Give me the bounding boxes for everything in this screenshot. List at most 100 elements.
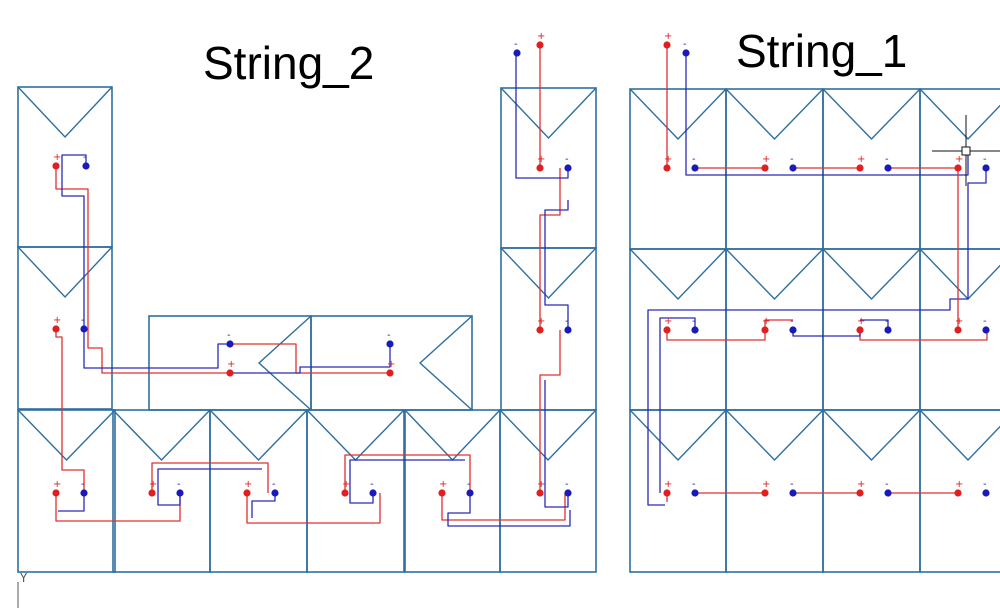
positive-terminal [386, 369, 394, 377]
panel-junction-box-mark [306, 409, 405, 462]
positive-terminal [761, 326, 769, 334]
terminal-polarity-label: + [53, 152, 61, 163]
terminal-polarity-label: - [983, 154, 987, 165]
string-2-negative-wire [58, 493, 85, 512]
negative-terminal [513, 49, 521, 57]
positive-terminal [226, 369, 234, 377]
positive-terminal [663, 164, 671, 172]
negative-terminal [564, 164, 572, 172]
terminal-polarity-label: + [857, 154, 865, 165]
pv-panel [17, 409, 116, 573]
string-2-positive-wire [55, 166, 230, 374]
panel-junction-box-mark [629, 248, 727, 301]
terminal-polarity-label: - [81, 315, 85, 326]
terminal-polarity-label: + [762, 154, 770, 165]
terminal-polarity-label: + [342, 479, 350, 490]
string-2-negative-wire [83, 329, 230, 369]
string-2-negative-wire [544, 200, 569, 330]
terminal-polarity-label: + [664, 316, 672, 327]
pv-panel [499, 409, 597, 573]
terminal-polarity-label: - [885, 479, 889, 490]
terminal-polarity-label: + [537, 154, 545, 165]
pv-panel [919, 409, 1000, 573]
terminal-polarity-label: - [467, 479, 471, 490]
terminal-polarity-label: - [387, 330, 391, 341]
panel-junction-box-mark [499, 409, 597, 462]
terminal-polarity-label: - [983, 316, 987, 327]
terminal-polarity-label: - [683, 39, 687, 50]
panel-junction-box-mark [919, 409, 1000, 462]
string-2-negative-wire [349, 459, 465, 504]
positive-terminal [536, 164, 544, 172]
string-1-positive-wire [859, 330, 988, 341]
string-2-positive-wire [55, 329, 85, 493]
panel-junction-box-mark [500, 87, 597, 140]
string-2-negative-wire [447, 493, 571, 527]
positive-terminal [536, 326, 544, 334]
pv-panel [725, 88, 824, 250]
negative-terminal [691, 164, 699, 172]
terminal-polarity-label: + [955, 154, 963, 165]
negative-terminal [982, 489, 990, 497]
positive-terminal [954, 164, 962, 172]
pv-panel [500, 87, 597, 249]
terminal-polarity-label: - [983, 479, 987, 490]
negative-terminal [884, 326, 892, 334]
string-2-negative-wire [251, 493, 276, 518]
positive-terminal [148, 489, 156, 497]
terminal-polarity-label: + [537, 479, 545, 490]
string-wiring [55, 45, 988, 527]
panel-junction-box-mark [500, 247, 597, 300]
terminal-polarity-label: - [83, 152, 87, 163]
string-2-positive-wire [344, 454, 471, 493]
positive-terminal [663, 41, 671, 49]
terminal-polarity-label: + [664, 154, 672, 165]
negative-terminal [176, 489, 184, 497]
terminal-polarity-label: + [227, 359, 235, 370]
panel-junction-box-mark [17, 86, 113, 139]
terminal-polarity-label: + [537, 316, 545, 327]
negative-terminal [564, 489, 572, 497]
terminal-polarity-label: + [53, 479, 61, 490]
terminal-polarity-label: + [244, 479, 252, 490]
negative-terminal [271, 489, 279, 497]
positive-terminal [52, 162, 60, 170]
string-1-negative-wire [685, 53, 969, 176]
terminal-polarity-label: - [370, 479, 374, 490]
positive-terminal [243, 489, 251, 497]
panel-junction-box-mark [629, 409, 727, 462]
pv-panel [629, 409, 727, 573]
positive-terminal [341, 489, 349, 497]
terminal-polarity-label: - [81, 479, 85, 490]
string-1-negative-wire [792, 330, 861, 337]
positive-terminal [954, 326, 962, 334]
terminal-polarity-label: + [387, 359, 395, 370]
negative-terminal [369, 489, 377, 497]
string-2-positive-wire [230, 343, 390, 374]
string-2-positive-wire [539, 168, 561, 330]
panel-junction-box-mark [725, 88, 824, 141]
panel-junction-box-mark [629, 88, 727, 141]
string-1-positive-wire [666, 330, 766, 341]
pv-panel [629, 248, 727, 411]
panel-junction-box-mark [919, 88, 1000, 141]
panel-junction-box-mark [919, 248, 1000, 301]
positive-terminal [856, 326, 864, 334]
negative-terminal [789, 326, 797, 334]
positive-terminal [761, 164, 769, 172]
string-1-title: String_1 [736, 25, 908, 77]
negative-terminal [884, 164, 892, 172]
panel-junction-box-mark [822, 88, 921, 141]
string-2-negative-wire [157, 468, 262, 506]
pv-panel [112, 409, 211, 573]
terminal-polarity-label: + [53, 315, 61, 326]
terminal-polarity-label: + [439, 479, 447, 490]
negative-terminal [982, 164, 990, 172]
negative-terminal [691, 489, 699, 497]
pv-panel [404, 409, 501, 573]
terminal-polarity-label: - [514, 39, 518, 50]
pv-panel [822, 409, 921, 573]
terminal-polarity-label: - [885, 316, 889, 327]
crosshair-cursor-icon[interactable] [932, 115, 1000, 186]
